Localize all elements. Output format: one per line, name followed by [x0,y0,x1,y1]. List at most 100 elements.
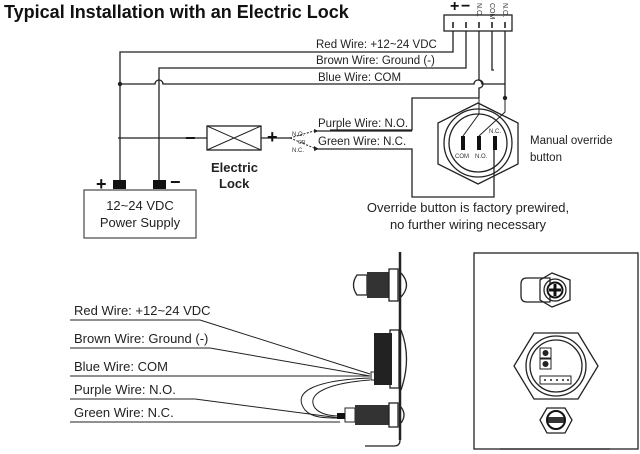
red-wire-path [119,31,454,182]
button-nut [389,329,400,389]
front-button-inner-ring [529,339,583,393]
panel-foot [365,439,401,447]
purple-wire-label: Purple Wire: N.O. [318,118,408,130]
keylock-thread [367,272,389,298]
brown-wire-path [158,31,467,182]
override-inner-ring [448,113,508,173]
lock-plus-label: + [267,127,278,147]
button-face [400,329,408,391]
psu-label-line2: Power Supply [100,215,181,230]
led-collar [344,407,356,423]
side-brown-wire [209,347,371,377]
pin-com-label: COM [455,154,469,160]
terminal-nc-label: N.C. [475,3,482,17]
button-thread [374,333,392,385]
side-purple-wire-label: Purple Wire: N.O. [74,382,176,397]
side-brown-wire-label: Brown Wire: Ground (-) [74,331,208,346]
side-blue-wire-label: Blue Wire: COM [74,359,168,374]
psu-plus-label: + [96,174,107,194]
front-pot-2 [539,358,552,370]
pin-nc [493,136,497,150]
purple-wire-path [330,97,479,131]
red-wire-label: Red Wire: +12~24 VDC [316,39,437,51]
front-led-lens [548,417,564,423]
green-wire-label: Green Wire: N.C. [318,136,406,148]
front-keylock [520,272,571,308]
front-pot-1 [539,347,552,359]
override-button: COM N.O. N.C. [437,98,519,185]
switch-or-label: OR [298,140,306,146]
front-led-hex [539,407,573,434]
terminal-no-label: N.O. [501,3,508,17]
nc-terminal-hop [478,79,484,98]
lock-label-line1: Electric [211,160,258,175]
override-label-line2: button [530,152,562,164]
power-supply-box [83,189,197,239]
keylock-hex [539,272,571,308]
blue-junction-dot [117,81,123,87]
pin-nc-label: N.C. [489,129,501,135]
keylock-cross-v [553,284,557,296]
override-hex-nut [437,102,519,185]
keylock-outer-circle [543,278,567,302]
psu-minus-terminal [153,180,166,189]
note-line2: no further wiring necessary [390,217,547,232]
led-lead [337,413,345,419]
front-button-outer-ring [525,335,587,397]
front-terminal-dots [544,379,569,381]
side-green-wire-label: Green Wire: N.C. [74,405,174,420]
front-override-button [513,332,599,400]
keylock-lever [520,277,551,303]
override-label-line1: Manual override [530,135,612,147]
front-pot-2-dial [542,361,549,367]
side-purple-wire [194,398,341,419]
keylock-cap [352,274,368,296]
side-loop-wire-2 [312,379,371,417]
pin-com [461,136,465,150]
pin-no-label: N.O. [475,154,488,160]
override-outer-ring [443,108,513,178]
terminal-block: + − N.C. COM N.O. [443,0,513,32]
pin-no [477,136,481,150]
psu-plus-terminal [113,180,126,189]
power-supply: + − 12~24 VDC Power Supply [83,172,197,239]
blue-wire-path [120,79,505,85]
terminal-minus-label: − [461,0,470,15]
com-internal-wire [462,98,480,137]
front-button-hex [513,332,599,400]
psu-label-line1: 12~24 VDC [106,198,174,213]
led-nut [388,402,399,428]
button-terminal [370,371,377,381]
brown-wire-label: Brown Wire: Ground (-) [316,55,435,67]
diagram-title: Typical Installation with an Electric Lo… [4,2,350,22]
panel-side-view [337,252,408,447]
front-pot-1-dial [542,350,549,356]
blue-wire-label: Blue Wire: COM [318,72,401,84]
side-loop-wire-1 [300,377,371,419]
switch-no-label: N.O. [292,132,305,138]
lock-cross-2 [206,125,262,151]
psu-minus-label: − [170,172,181,192]
side-red-wire [199,319,371,375]
lock-minus-label: − [185,128,196,148]
side-red-wire-label: Red Wire: +12~24 VDC [74,303,211,318]
switch-nc-arrow [314,146,319,151]
switch-nc-dash [289,137,315,149]
no-internal-wire [478,98,506,137]
terminal-com-label: COM [488,3,495,20]
note-line1: Override button is factory prewired, [367,200,569,215]
switch-no-arrow [314,129,319,133]
electric-lock: − + Electric Lock N.O. OR N.C. [118,125,319,191]
lock-label-line2: Lock [219,176,250,191]
green-wire-path [318,148,495,198]
terminal-plus-label: + [450,0,459,15]
side-view-wire-labels: Red Wire: +12~24 VDC Brown Wire: Ground … [70,303,371,423]
front-led [539,407,573,434]
switch-no-dash [289,130,315,139]
front-terminal-strip [539,375,572,385]
keylock-face [400,272,408,298]
switch-nc-label: N.C. [292,148,304,154]
keylock-nut [388,268,399,302]
led-thread [355,405,389,425]
